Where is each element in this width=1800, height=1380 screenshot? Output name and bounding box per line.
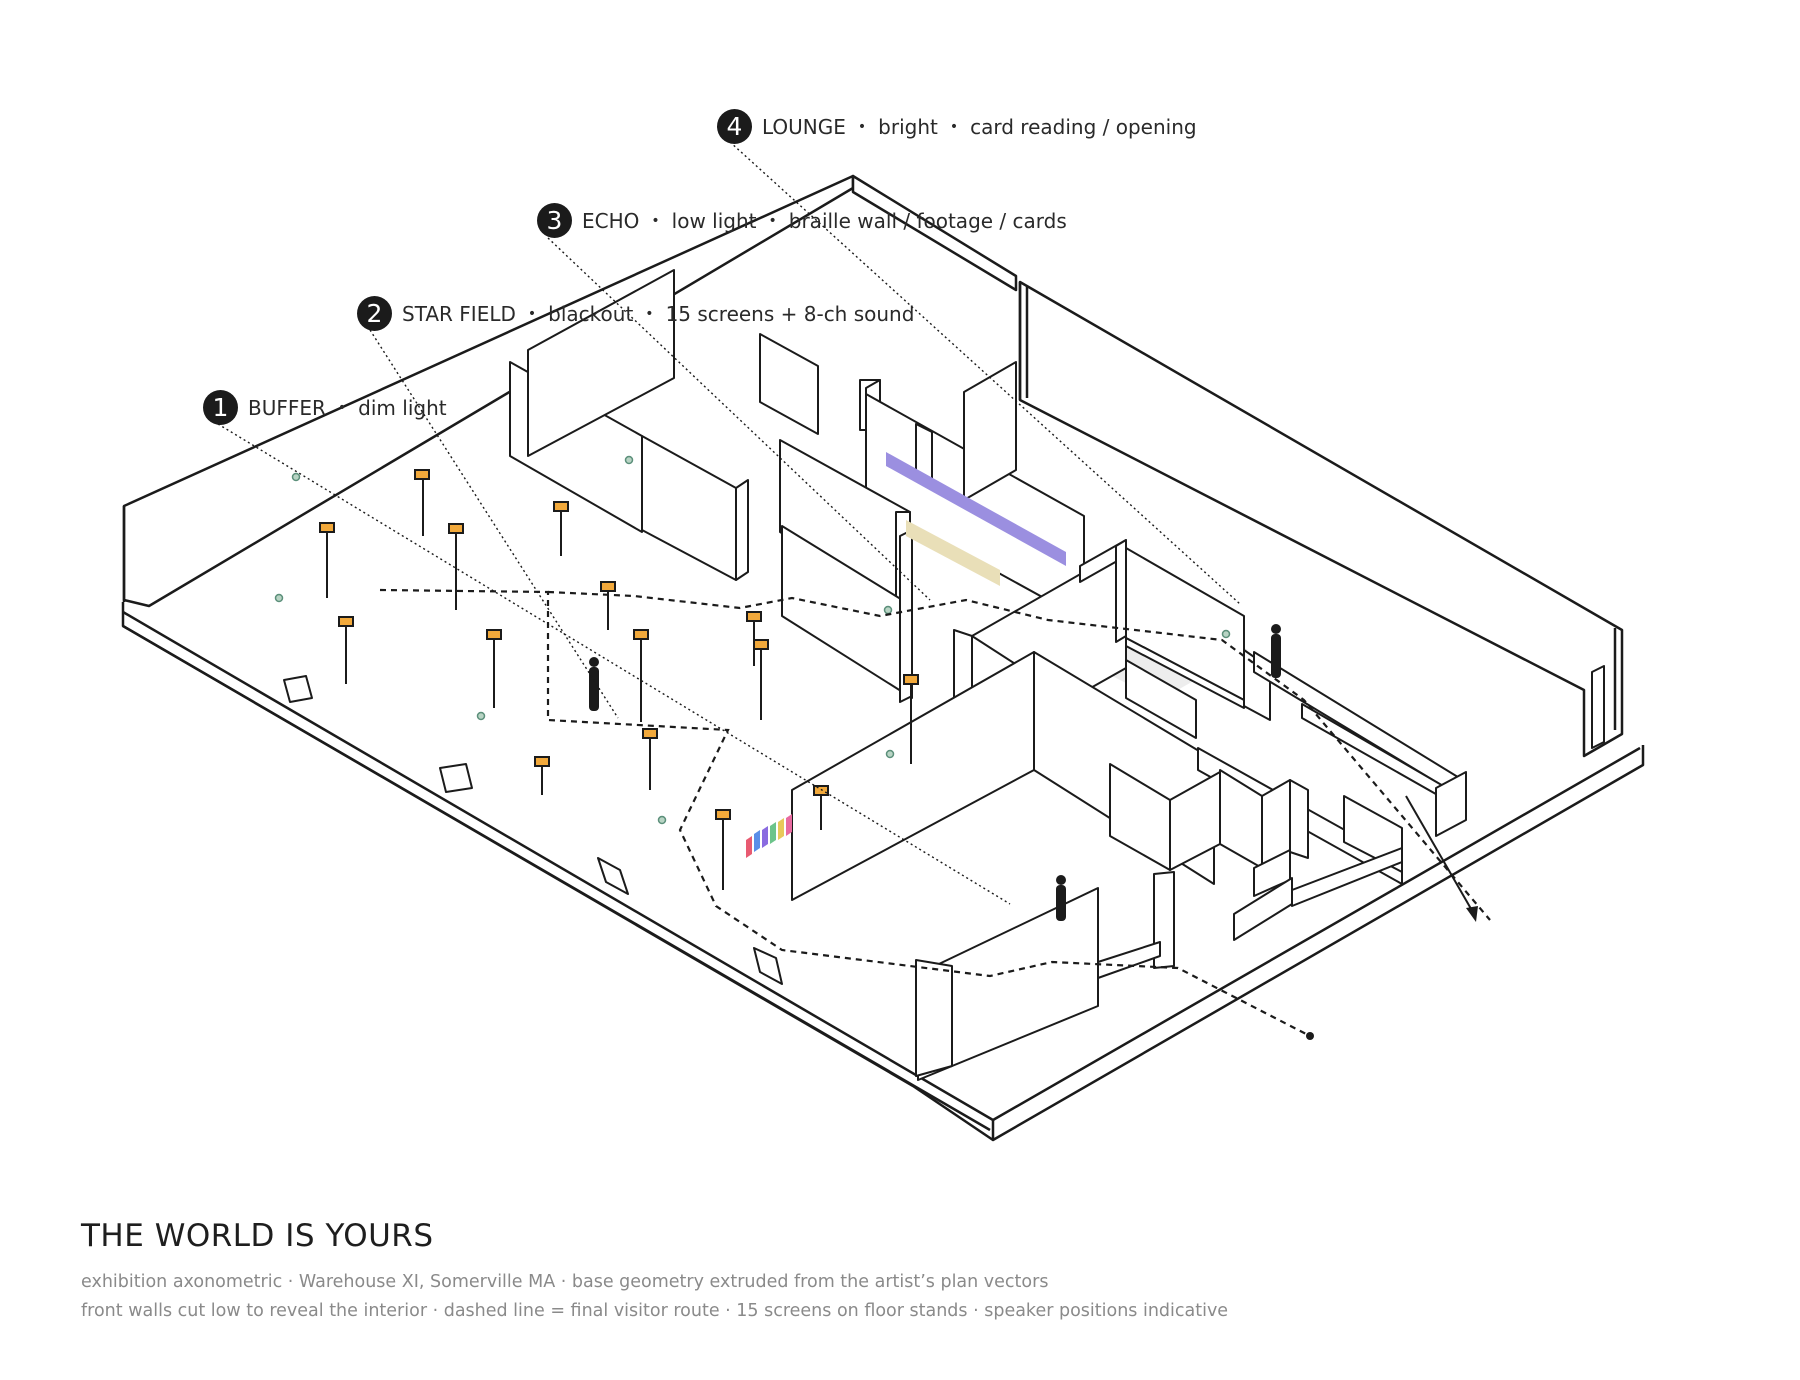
zone-detail: 15 screens + 8-ch sound (665, 301, 915, 326)
card-swatches (746, 814, 792, 858)
screen-stand (633, 629, 649, 722)
zone-detail: low light (671, 208, 757, 233)
screen-stand (903, 674, 919, 764)
zone-name: LOUNGE (762, 114, 846, 139)
screen-stand (642, 728, 658, 790)
zone-detail: card reading / opening (970, 114, 1197, 139)
zone-number-badge: 3 (537, 203, 572, 238)
speaker (1221, 629, 1231, 639)
zone-number-badge: 2 (357, 296, 392, 331)
footage-band (906, 520, 1000, 586)
zone-label-star-field: 2 STAR FIELD•blackout•15 screens + 8-ch … (357, 296, 914, 331)
screen-stand (553, 501, 569, 556)
zone-name: STAR FIELD (402, 301, 516, 326)
floor-slab (121, 602, 1645, 1142)
zone-name: ECHO (582, 208, 640, 233)
caption-line-2: front walls cut low to reveal the interi… (81, 1301, 1229, 1321)
screen-stand (753, 639, 769, 720)
figure (589, 657, 599, 711)
visitor-figures (589, 624, 1281, 921)
figure (1271, 624, 1281, 678)
screen-stand (600, 581, 616, 630)
zone-number-badge: 4 (717, 109, 752, 144)
speaker (657, 815, 667, 825)
route-end-dot (1306, 1032, 1314, 1040)
exit-arrow-line (1405, 795, 1475, 915)
zone-detail: dim light (358, 395, 447, 420)
zone-detail: blackout (548, 301, 634, 326)
braille-band (886, 452, 1066, 566)
zone-detail: bright (878, 114, 938, 139)
screen-stand (813, 785, 829, 830)
speaker (476, 711, 486, 721)
back-right-wall (851, 174, 1624, 758)
zone-label-buffer: 1 BUFFER•dim light (203, 390, 447, 425)
zone-label-lounge: 4 LOUNGE•bright•card reading / opening (717, 109, 1197, 144)
screen-stand (715, 809, 731, 890)
speaker (274, 593, 284, 603)
speaker-dots (274, 455, 1231, 825)
screen-stand (319, 522, 335, 598)
speaker (885, 749, 895, 759)
echo-lounge-walls (791, 539, 1605, 1081)
zone-number-badge: 1 (203, 390, 238, 425)
speaker (883, 605, 893, 615)
screen-stand (448, 523, 464, 610)
screen-stand (534, 756, 550, 795)
leader-lines (217, 141, 1241, 905)
screen-stands (319, 469, 919, 890)
exit-arrow-head (1466, 906, 1478, 922)
front-wall-stubs (283, 675, 783, 985)
screen-stand (486, 629, 502, 708)
screen-stand (338, 616, 354, 684)
zone-label-echo: 3 ECHO•low light•braille wall / footage … (537, 203, 1067, 238)
title-block: THE WORLD IS YOURS exhibition axonometri… (81, 1218, 1228, 1321)
visitor-route (379, 588, 1491, 1037)
caption-line-1: exhibition axonometric · Warehouse XI, S… (81, 1272, 1049, 1292)
figure (1056, 875, 1066, 921)
zone-detail: braille wall / footage / cards (788, 208, 1067, 233)
screen-stand (414, 469, 430, 536)
speaker (624, 455, 634, 465)
zone-name: BUFFER (248, 395, 326, 420)
diagram-title: THE WORLD IS YOURS (81, 1218, 434, 1254)
speaker (291, 472, 301, 482)
